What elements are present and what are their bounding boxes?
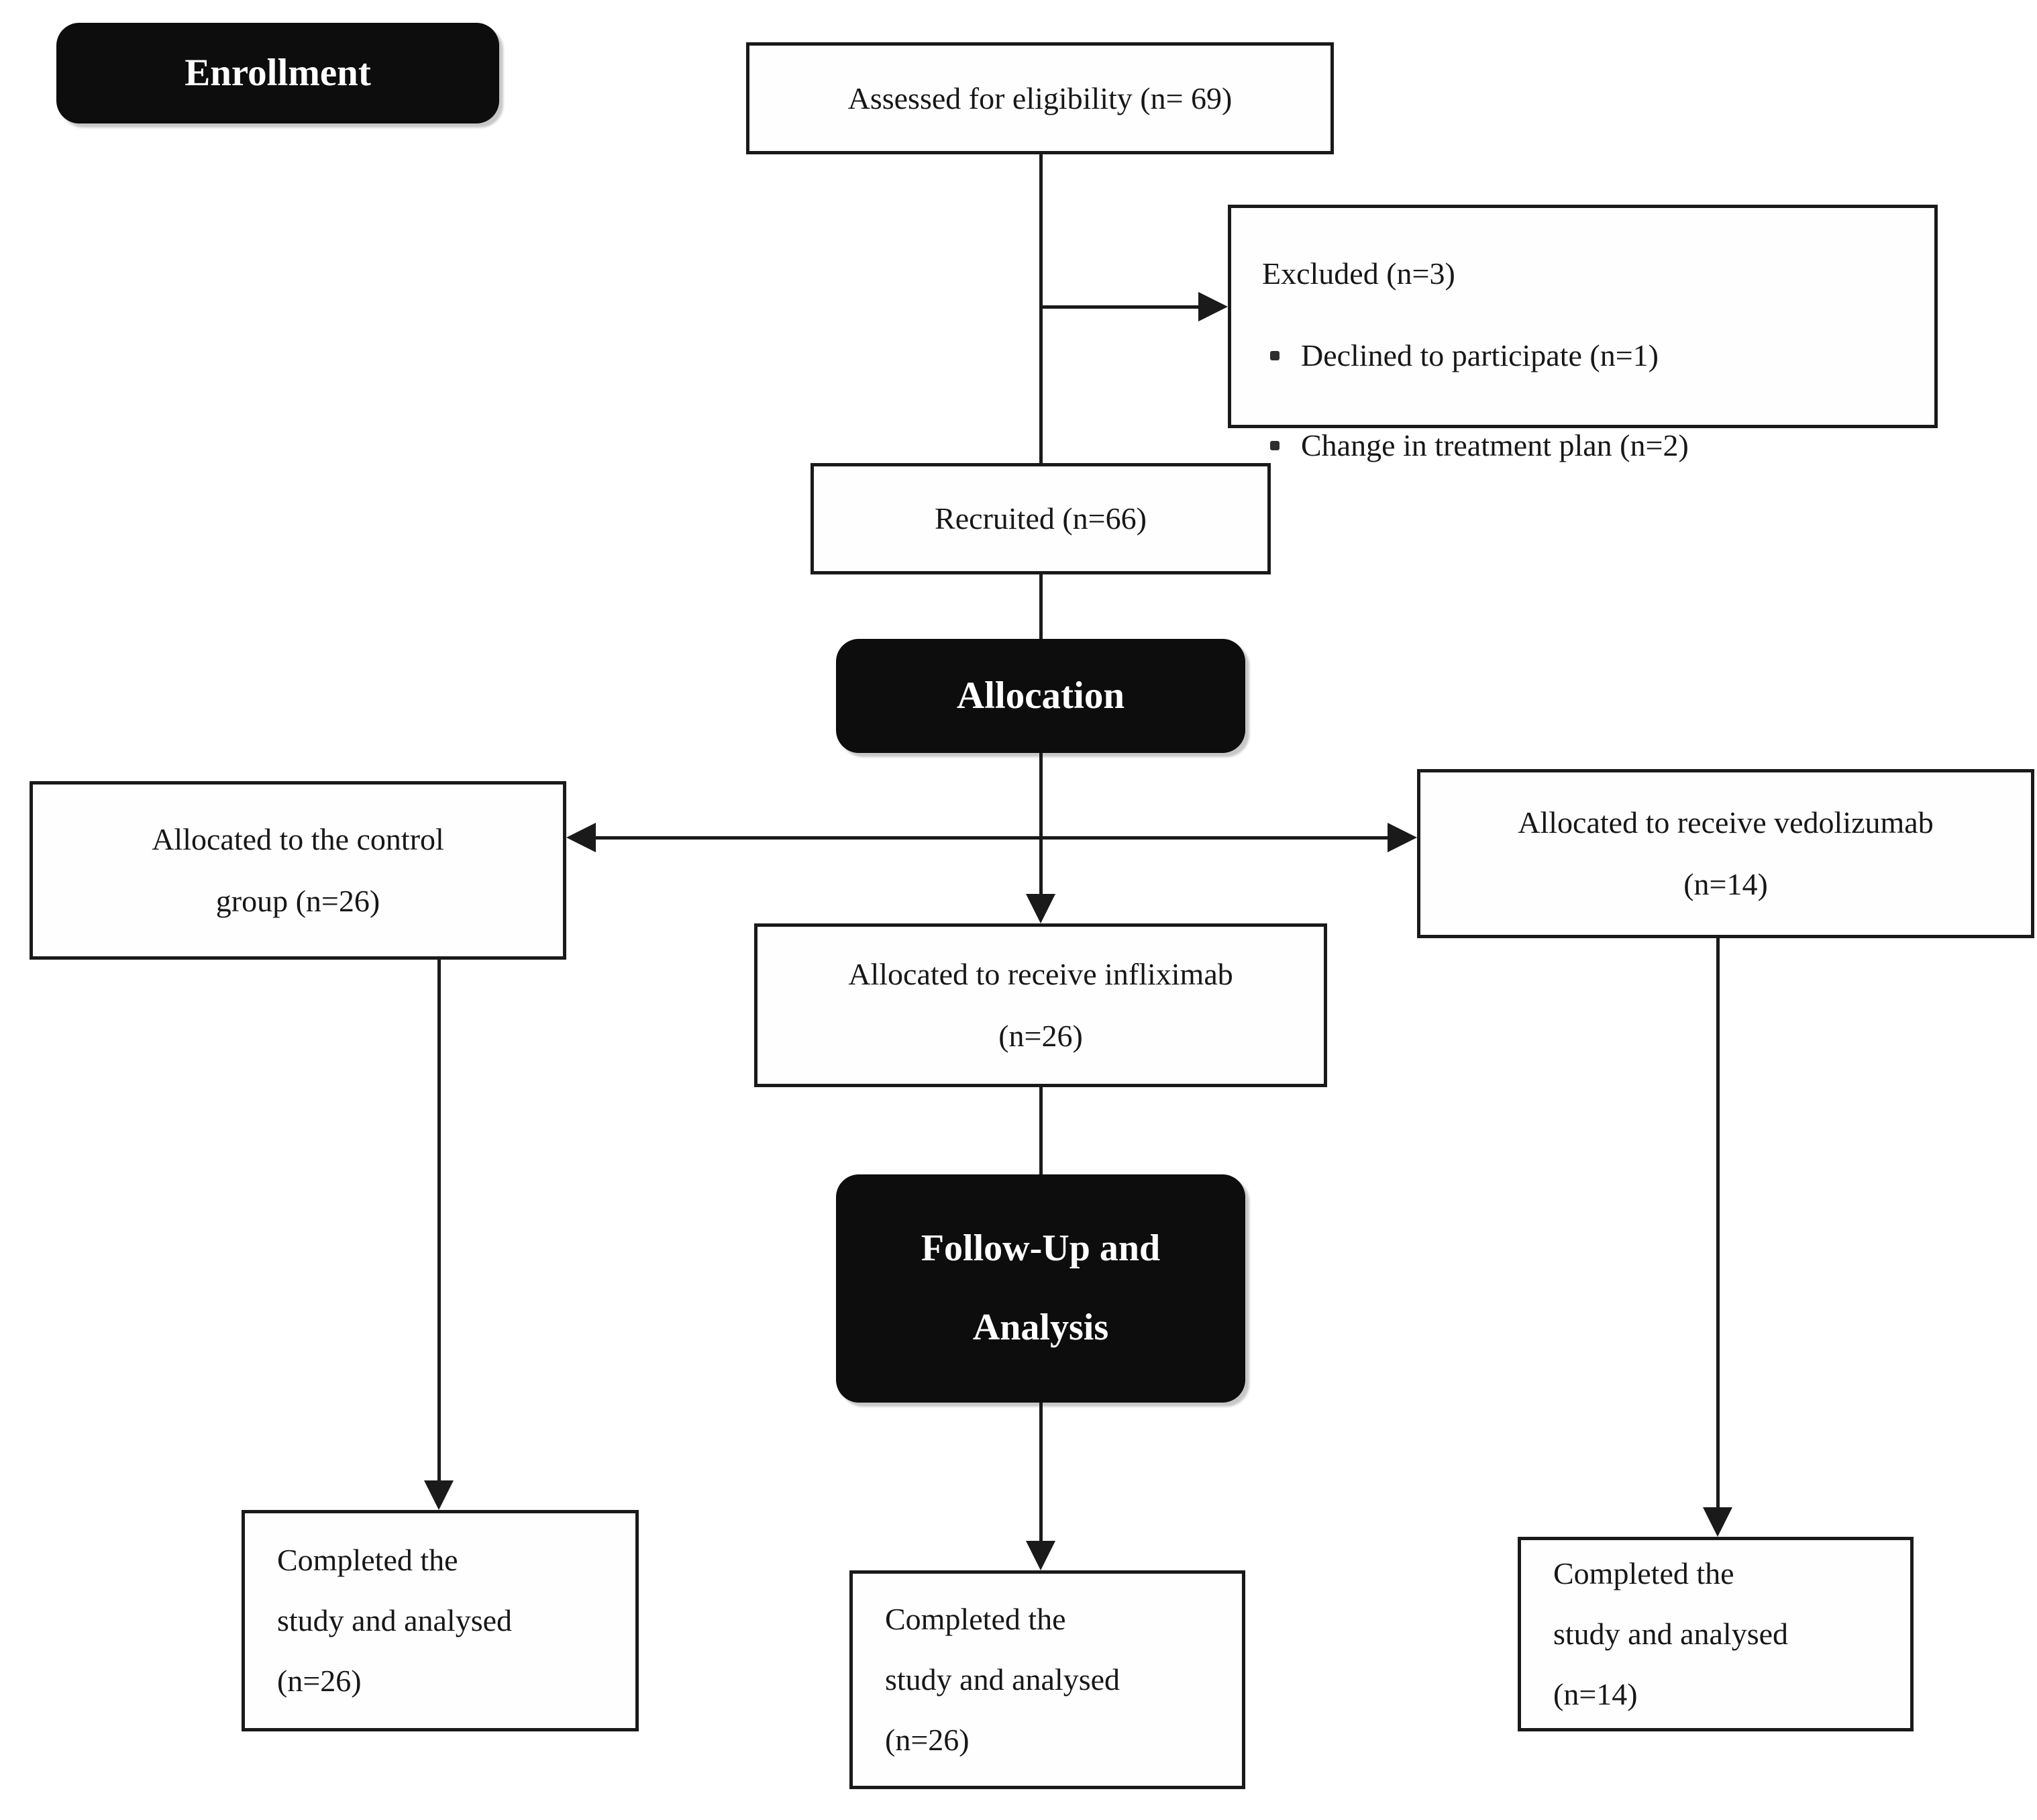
allocated-vedolizumab-line2: (n=14) [1683,867,1768,901]
connector-allocation-to-infliximab [1039,753,1043,894]
recruited-text: Recruited (n=66) [935,501,1147,536]
bullet-icon [1270,351,1279,360]
arrowhead-into-control [566,823,596,852]
enrollment-stage-label: Enrollment [185,52,371,95]
completed-vedolizumab-box: Completed the study and analysed (n=14) [1518,1537,1914,1731]
completed-infliximab-box: Completed the study and analysed (n=26) [849,1570,1245,1789]
completed-infliximab-line3: (n=26) [885,1722,970,1757]
assessed-eligibility-box: Assessed for eligibility (n= 69) [746,42,1334,154]
connector-infliximab-to-followup [1039,1087,1043,1174]
completed-infliximab-line2: study and analysed [885,1662,1120,1697]
excluded-item: Change in treatment plan (n=2) [1270,415,1934,476]
arrowhead-into-excluded [1198,292,1228,321]
assessed-eligibility-text: Assessed for eligibility (n= 69) [847,81,1233,115]
connector-recruited-to-allocation [1039,574,1043,639]
completed-vedolizumab-line1: Completed the [1553,1556,1734,1591]
allocation-stage-label: Allocation [956,674,1125,717]
connector-branch-to-excluded [1041,305,1198,309]
allocated-vedolizumab-box: Allocated to receive vedolizumab (n=14) [1417,769,2034,938]
excluded-item-text: Declined to participate (n=1) [1301,338,1659,372]
connector-assessed-to-recruited [1039,154,1043,463]
followup-stage-line1: Follow-Up and [921,1227,1161,1270]
allocated-control-box: Allocated to the control group (n=26) [30,781,566,960]
arrowhead-into-completed-infliximab [1026,1541,1055,1570]
enrollment-stage-banner: Enrollment [56,23,499,123]
excluded-box: Excluded (n=3) Declined to participate (… [1228,205,1938,462]
connector-allocation-horizontal [593,836,1388,840]
completed-control-line3: (n=26) [277,1663,362,1698]
connector-control-to-completed [437,960,441,1480]
allocated-control-line2: group (n=26) [215,884,380,918]
bullet-icon [1270,441,1279,450]
completed-control-line1: Completed the [277,1543,458,1578]
allocated-vedolizumab-line1: Allocated to receive vedolizumab [1518,805,1934,840]
allocated-infliximab-box: Allocated to receive infliximab (n=26) [754,923,1327,1087]
excluded-item: Declined to participate (n=1) [1270,325,1934,387]
connector-followup-to-completed [1039,1403,1043,1541]
arrowhead-into-infliximab [1026,894,1055,923]
completed-control-line2: study and analysed [277,1603,513,1638]
completed-infliximab-line1: Completed the [885,1602,1066,1637]
allocated-control-line1: Allocated to the control [152,822,444,856]
arrowhead-into-completed-control [424,1480,454,1510]
arrowhead-into-vedolizumab [1388,823,1417,852]
excluded-title: Excluded (n=3) [1262,256,1455,291]
completed-vedolizumab-line3: (n=14) [1553,1676,1638,1711]
excluded-item-text: Change in treatment plan (n=2) [1301,428,1689,462]
completed-control-box: Completed the study and analysed (n=26) [242,1510,639,1731]
connector-vedolizumab-to-completed [1716,938,1720,1507]
followup-analysis-stage-banner: Follow-Up and Analysis [836,1174,1245,1403]
recruited-box: Recruited (n=66) [811,463,1271,574]
allocated-infliximab-line1: Allocated to receive infliximab [848,957,1233,991]
allocated-infliximab-line2: (n=26) [998,1019,1083,1053]
arrowhead-into-completed-vedolizumab [1703,1507,1732,1537]
followup-stage-line2: Analysis [972,1307,1109,1348]
completed-vedolizumab-line2: study and analysed [1553,1617,1789,1652]
allocation-stage-banner: Allocation [836,639,1245,753]
